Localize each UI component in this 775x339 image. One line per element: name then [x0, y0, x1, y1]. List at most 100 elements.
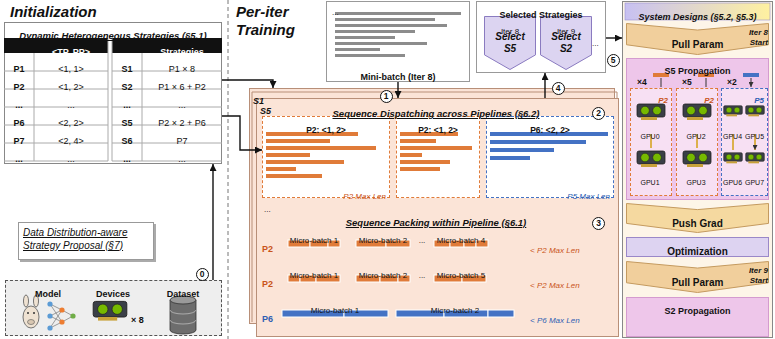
replica-count: ×4 [637, 77, 647, 87]
text-holder: < P6 Max Len [530, 308, 606, 327]
text-holder: Optimization [626, 240, 769, 259]
text-holder: P2 [262, 272, 280, 291]
text-holder: Micro-batch 1 [307, 298, 363, 317]
node-text: Dynamic Heterogeneous Strategies (§5.1) [19, 30, 206, 41]
phase-band: Pull Param [626, 23, 769, 55]
gpu-icon [724, 153, 743, 164]
replica-bars [653, 73, 669, 77]
model-icon [33, 312, 35, 314]
sequence-bars [335, 30, 415, 33]
model-icon [24, 295, 29, 307]
micro-batch-label: Micro-batch 1 [290, 271, 338, 281]
phase-band: Pull Param [626, 261, 769, 293]
callout-number: 0 [196, 268, 209, 281]
model-icon [28, 320, 35, 325]
model-icon [23, 306, 39, 328]
micro-batch-label: Micro-batch 1 [311, 306, 359, 316]
micro-batch-label: Micro-batch 2 [431, 306, 479, 316]
flow-arrow [222, 116, 262, 150]
text-holder: ... [142, 147, 222, 166]
flow-arrow [544, 73, 545, 98]
text-holder: ... [414, 263, 430, 282]
node-text: P2 Max Len [343, 192, 386, 202]
table-cell: <1, 1> [58, 64, 84, 75]
table-cell: P2 × 2 + P6 [158, 118, 206, 129]
sequence-bars [335, 12, 461, 57]
text-holder: ... [112, 93, 142, 112]
text-holder: 3 [592, 211, 605, 230]
table-header: Strategies [160, 47, 204, 58]
iteration-mark: Iter 9 Start [732, 266, 768, 285]
sequence-bars [400, 139, 436, 143]
pipeline-name: P2 [262, 279, 273, 290]
shape-outline [627, 262, 769, 293]
table-cell: <1, 2> [58, 82, 84, 93]
node-text: GPU7 [745, 179, 764, 187]
sequence-bars [266, 132, 472, 178]
text-holder: Iter 8 Start [732, 28, 768, 47]
node-text: GPU6 [723, 179, 742, 187]
text-holder: P5 [746, 88, 764, 107]
shape-outline [485, 17, 536, 70]
model-icon [47, 325, 52, 330]
node-text: Pull Param [672, 39, 724, 51]
device-icon [93, 301, 127, 320]
sequence-bars [266, 174, 322, 178]
text-holder: P1 × 8 [142, 57, 222, 76]
text-holder: ... [34, 147, 108, 166]
text-holder: S1 [112, 57, 142, 76]
text-holder: P2 [262, 237, 280, 256]
model-icon [59, 319, 64, 324]
separator [228, 0, 229, 339]
gpu-icon [683, 104, 711, 120]
node-text: GPU5 [745, 133, 764, 141]
flow-arrow [606, 37, 622, 38]
callout-number: 4 [552, 82, 565, 95]
text-holder: <2, 4> [34, 129, 108, 148]
text-holder: 5 [607, 48, 620, 67]
node-text: ... [592, 39, 599, 49]
callout-number: 1 [380, 90, 393, 103]
pipeline-group: P5GPU4GPU5GPU6GPU7 [721, 88, 768, 196]
sequence-bars [266, 160, 344, 164]
node-text: S1 [253, 96, 264, 107]
sequence-bars [335, 54, 405, 57]
text-holder: Devices [83, 282, 143, 301]
text-holder: GPU6 [721, 170, 744, 189]
table-cell: ... [15, 100, 23, 111]
text-holder: Model [23, 282, 73, 301]
selected-box: Selected Strategies...Iter 8Select S5Ite… [476, 1, 606, 73]
node-text: P2 [704, 96, 714, 106]
dataset-icon [170, 296, 196, 334]
sequence-bars [266, 153, 310, 157]
table-cell: <2, 2> [58, 118, 84, 129]
ellipsis: ... [264, 205, 271, 215]
sequence-bars [400, 160, 450, 164]
text-holder: ... [34, 93, 108, 112]
flow-arrow [397, 82, 398, 98]
replica-bars [661, 78, 751, 87]
text-holder: P6 [262, 307, 280, 326]
ellipsis: ... [419, 271, 426, 281]
text-holder: 4 [552, 76, 565, 95]
micro-batch-bars [288, 240, 488, 282]
text-holder: × 8 [131, 308, 157, 327]
text-holder: Select S2 [544, 31, 588, 54]
table-cell: ... [178, 154, 186, 165]
sequence-bars [490, 156, 530, 160]
sequence-bars [266, 167, 296, 171]
table-cell: P1 × 6 + P2 [158, 82, 206, 93]
text-holder: <1, 1> [34, 57, 108, 76]
node-text: × 8 [131, 315, 144, 326]
text-holder: <1, 2> [34, 75, 108, 94]
text-holder: ... [142, 93, 222, 112]
length-limit: < P2 Max Len [530, 246, 580, 256]
node-text: GPU3 [686, 179, 705, 187]
micro-batch-label: Micro-batch 5 [437, 271, 485, 281]
text-holder: Sequence Packing within Pipeline (§6.1) [286, 211, 586, 230]
pipeline-name: P6 [262, 314, 273, 325]
node-text: P5 [754, 96, 764, 106]
node-text: Select S2 [544, 31, 588, 54]
text-holder: GPU7 [743, 170, 766, 189]
